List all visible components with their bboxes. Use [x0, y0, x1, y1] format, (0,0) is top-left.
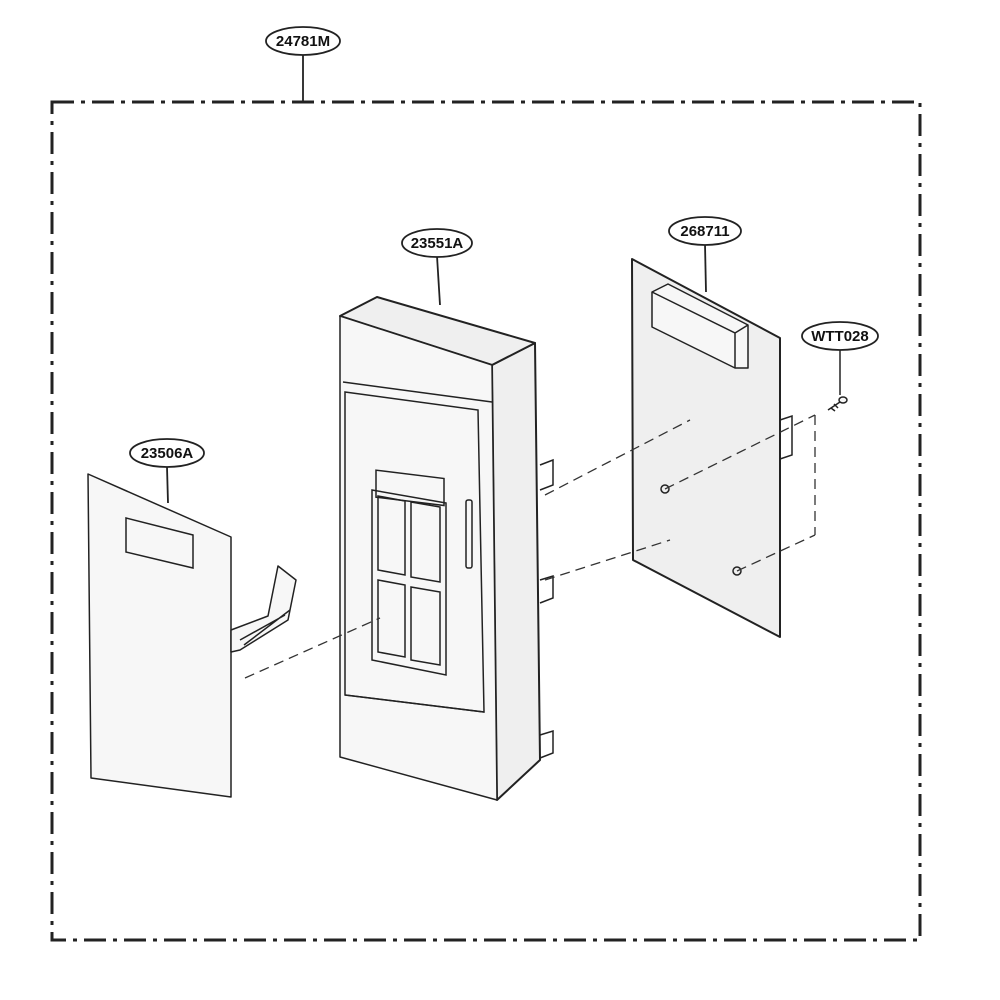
callout-23551A: 23551A	[401, 228, 473, 306]
callout-leader	[436, 255, 441, 306]
housing-display-window	[375, 469, 445, 507]
callout-leader	[166, 466, 169, 504]
callout-label-front-panel: 23551A	[411, 235, 464, 252]
callout-bubble	[401, 228, 473, 258]
callout-268711: 268711	[668, 216, 742, 293]
assembly-guide-lines	[244, 414, 816, 679]
housing-upper-seam	[342, 381, 493, 403]
callout-leader	[704, 243, 707, 293]
screw	[827, 350, 848, 412]
guide-housing-to-pcb-lower	[544, 539, 671, 581]
assembly-boundary	[50, 100, 922, 942]
callout-bubble	[668, 216, 742, 246]
membrane-sheet-panel	[87, 473, 232, 798]
pcb-display-module	[651, 283, 749, 369]
membrane-ribbon-cable	[230, 565, 297, 653]
housing-lower-seam	[344, 694, 485, 713]
membrane-display-window	[125, 517, 194, 569]
housing-clips	[539, 458, 554, 759]
screw-head	[838, 396, 848, 404]
callout-bubble	[801, 321, 879, 351]
guide-screw-to-lower-boss	[736, 534, 816, 572]
pcb-board	[631, 258, 793, 638]
pcb-display-module-edges	[651, 291, 749, 368]
callout-label-membrane: 23506A	[141, 445, 194, 462]
housing-slot	[465, 499, 473, 569]
pcb-connector	[779, 414, 793, 460]
housing-side-face	[491, 342, 541, 801]
guide-screw-to-boss	[664, 414, 816, 490]
callout-24781M: 24781M	[265, 26, 341, 102]
pcb-mount-boss	[732, 566, 742, 576]
callout-bubble	[265, 26, 341, 56]
membrane-ribbon-lines	[239, 609, 291, 646]
callout-label-assembly: 24781M	[276, 33, 330, 50]
callout-WTT028: WTT028	[801, 321, 879, 351]
housing-front-face	[339, 315, 498, 801]
front-panel-housing	[339, 296, 554, 801]
housing-keypad-grid	[371, 489, 447, 676]
pcb-mount-boss	[660, 484, 670, 494]
guide-housing-to-pcb	[544, 419, 691, 496]
callout-23506A: 23506A	[129, 438, 205, 504]
callout-bubble	[129, 438, 205, 468]
callout-label-screw: WTT028	[811, 328, 869, 345]
membrane-sheet	[87, 473, 297, 798]
callout-label-pcb: 268711	[680, 223, 729, 240]
guide-membrane-to-housing	[244, 617, 381, 679]
